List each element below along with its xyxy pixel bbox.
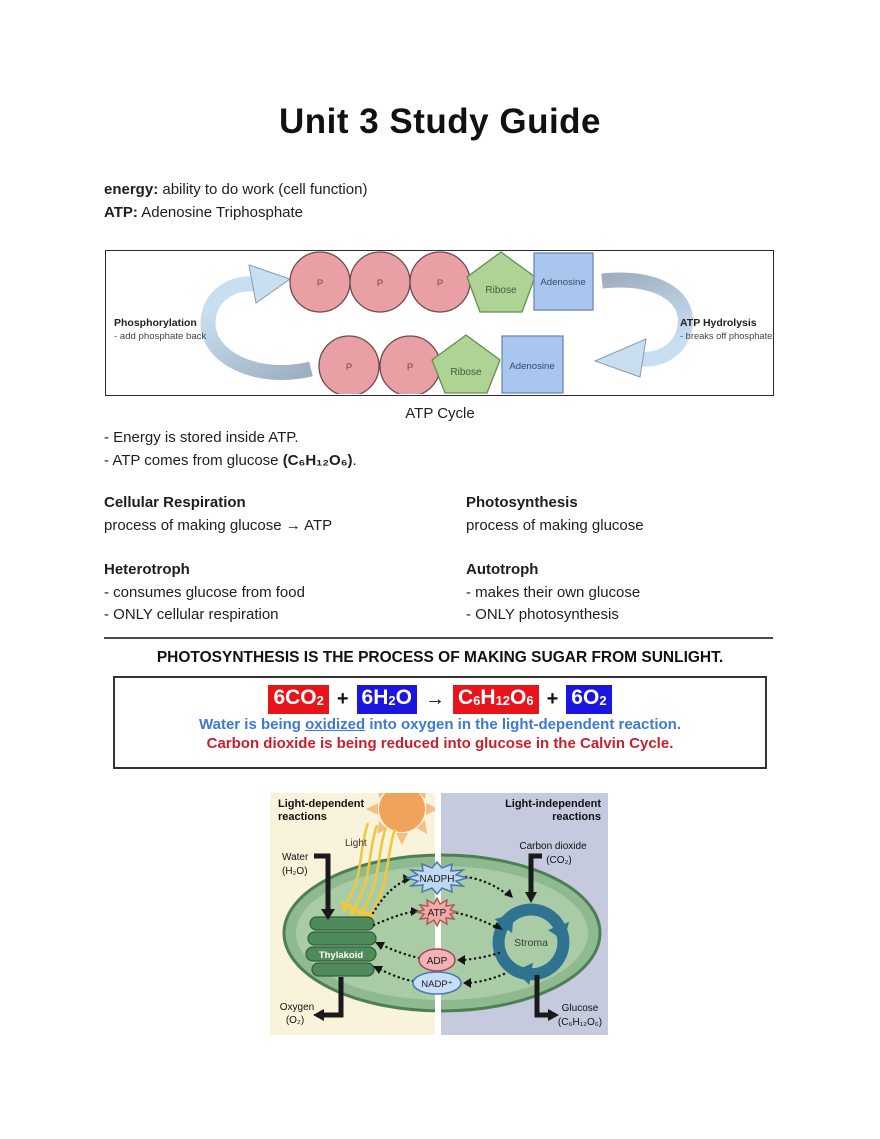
- nadp-ellipse: [412, 971, 462, 995]
- heterotroph-line: - ONLY cellular respiration: [104, 606, 279, 623]
- atp-cycle-figure: Phosphorylation - add phosphate back ATP…: [105, 250, 774, 397]
- nadph-starburst: [404, 860, 470, 896]
- definition-energy: energy: ability to do work (cell functio…: [104, 179, 367, 202]
- autotroph-line: - makes their own glucose: [466, 583, 641, 601]
- stroma-label: Stroma: [514, 937, 548, 949]
- thylakoid-stack: [305, 916, 377, 977]
- water-oxidized-line: Water is being oxidized into oxygen in t…: [199, 716, 681, 733]
- atp-note-energy: - Energy is stored inside ATP.: [104, 429, 299, 446]
- atp-hydrolysis-arrow: [593, 272, 693, 378]
- light-rays: [344, 822, 397, 916]
- light-independent-title-1: Light-independent: [505, 798, 601, 810]
- definitions: energy: ability to do work (cell functio…: [104, 179, 367, 224]
- light-independent-title-2: reactions: [552, 811, 601, 823]
- phosphate-label: P: [377, 278, 383, 289]
- nadp-label: NADP⁺: [421, 979, 452, 990]
- phosphorylation-sublabel: - add phosphate back: [114, 331, 206, 342]
- definition-atp: ATP: Adenosine Triphosphate: [104, 202, 367, 225]
- ribose-label: Ribose: [450, 367, 482, 378]
- ribose-pentagon: [431, 334, 501, 394]
- water-formula: (H₂O): [282, 866, 308, 877]
- adp-label: ADP: [427, 956, 448, 967]
- photosynthesis-equation: 6CO2+6H2O→C6H12O6+6O2: [115, 684, 765, 714]
- photosynthesis-svg: Thylakoid: [270, 773, 608, 1035]
- cellular-respiration-heading: Cellular Respiration: [104, 494, 246, 511]
- atp-hydrolysis-label: ATP Hydrolysis: [680, 317, 757, 329]
- glucose-formula: (C₆H₁₂O₆): [558, 1017, 602, 1028]
- adp-molecule-row: P P Ribose Adenosine: [318, 334, 564, 397]
- definition-atp-text: Adenosine Triphosphate: [137, 203, 304, 221]
- atp-starburst: [414, 896, 460, 928]
- atp-label: ATP: [428, 908, 447, 919]
- ribose-label: Ribose: [485, 285, 517, 296]
- phosphorylation-label: Phosphorylation: [114, 317, 197, 329]
- phosphate-label: P: [437, 278, 443, 289]
- autotroph-line: - ONLY photosynthesis: [466, 606, 619, 623]
- atp-molecule-row: P P P Ribose Adenosine: [289, 251, 594, 313]
- glucose-label: Glucose: [562, 1003, 599, 1014]
- photosynthesis-line: process of making glucose: [466, 516, 644, 534]
- adenosine-label: Adenosine: [509, 361, 554, 372]
- definition-energy-term: energy:: [104, 181, 159, 198]
- adenosine-rect: [533, 252, 594, 311]
- photosynthesis-block: Photosynthesis process of making glucose: [466, 492, 644, 537]
- definition-atp-term: ATP:: [104, 203, 138, 221]
- ribose-pentagon: [466, 251, 536, 313]
- page-title: Unit 3 Study Guide: [278, 102, 602, 141]
- photosynthesis-headline: PHOTOSYNTHESIS IS THE PROCESS OF MAKING …: [156, 649, 724, 666]
- adp-ellipse: [418, 948, 456, 972]
- autotroph-block: Autotroph - makes their own glucose - ON…: [466, 559, 644, 627]
- phosphate-label: P: [407, 362, 413, 373]
- io-arrowheads: [313, 892, 559, 1021]
- calvin-cycle: [492, 903, 570, 985]
- atp-notes: - Energy is stored inside ATP. - ATP com…: [104, 427, 357, 472]
- atp-cycle-caption: ATP Cycle: [405, 405, 475, 422]
- photosynthesis-figure: Thylakoid: [270, 773, 608, 1035]
- pathway-arrowheads: [373, 874, 513, 988]
- photosynthesis-equation-box: 6CO2+6H2O→C6H12O6+6O2 Water is being oxi…: [113, 676, 767, 769]
- adenosine-rect: [501, 335, 564, 394]
- io-arrows: [314, 853, 549, 1018]
- carbon-dioxide-reduced-line: Carbon dioxide is being reduced into glu…: [206, 735, 674, 752]
- oxygen-label: Oxygen: [280, 1002, 314, 1013]
- phosphate-label: P: [317, 278, 323, 289]
- carbon-dioxide-formula: (CO₂): [546, 855, 572, 866]
- cellular-respiration-line: process of making glucose → ATP: [104, 516, 333, 534]
- cellular-respiration-block: Cellular Respiration process of making g…: [104, 492, 332, 537]
- light-dependent-title-2: reactions: [278, 811, 327, 823]
- section-divider: [104, 637, 773, 639]
- atp-cycle-svg: Phosphorylation - add phosphate back ATP…: [114, 251, 772, 397]
- carbon-dioxide-label: Carbon dioxide: [519, 841, 587, 852]
- phosphate-label: P: [346, 362, 352, 373]
- heterotroph-block: Heterotroph - consumes glucose from food…: [104, 559, 332, 627]
- heterotroph-heading: Heterotroph: [104, 561, 190, 578]
- thylakoid-label: Thylakoid: [319, 950, 364, 961]
- atp-note-glucose: - ATP comes from glucose (C₆H₁₂O₆).: [104, 451, 357, 469]
- autotroph-heading: Autotroph: [466, 561, 539, 578]
- heterotroph-line: - consumes glucose from food: [104, 583, 305, 601]
- light-dependent-title-1: Light-dependent: [278, 798, 364, 810]
- phosphorylation-arrow: [200, 264, 313, 380]
- atp-hydrolysis-sublabel: - breaks off phosphate: [680, 331, 772, 341]
- column-left: Cellular Respiration process of making g…: [104, 492, 332, 649]
- photosynthesis-heading: Photosynthesis: [466, 494, 578, 511]
- adenosine-label: Adenosine: [540, 277, 585, 288]
- definition-energy-text: ability to do work (cell function): [158, 181, 368, 198]
- water-label: Water: [282, 852, 309, 863]
- light-label: Light: [345, 838, 367, 849]
- column-right: Photosynthesis process of making glucose…: [466, 492, 644, 649]
- oxygen-formula: (O₂): [286, 1015, 304, 1026]
- nadph-label: NADPH: [419, 874, 454, 885]
